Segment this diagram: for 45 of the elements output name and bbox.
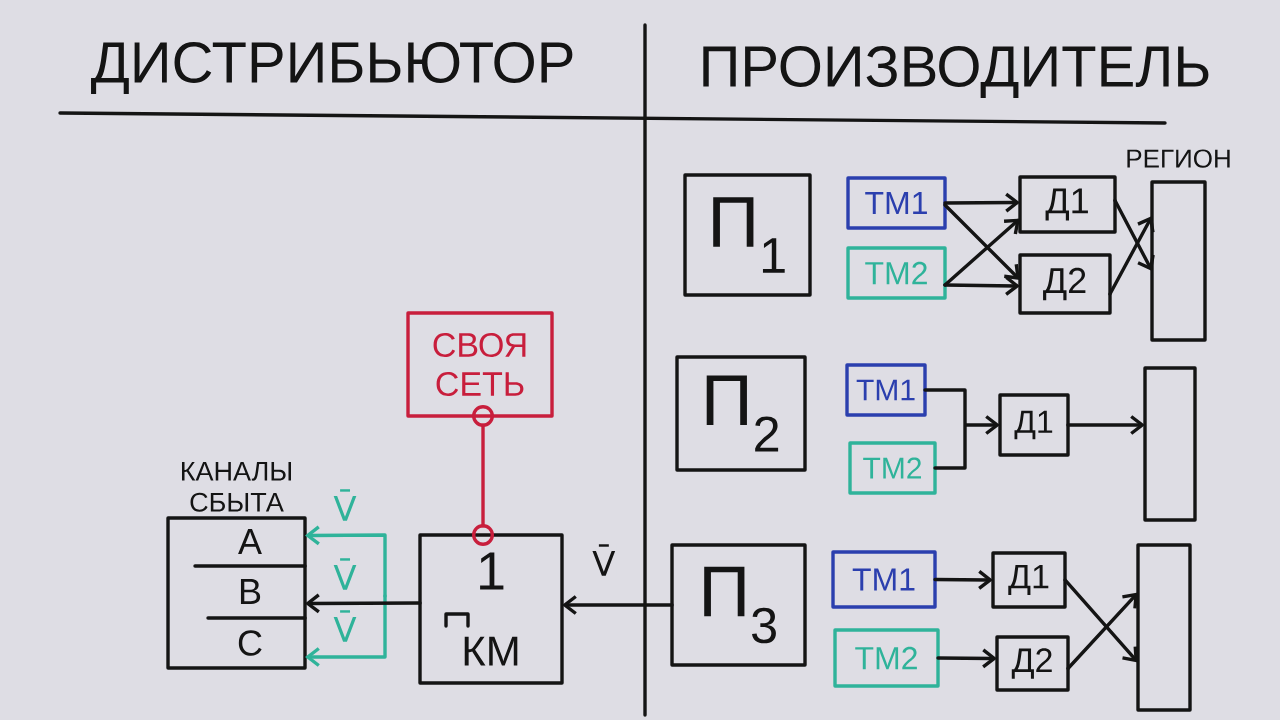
box-heading: КАНАЛЫ СБЫТА: [182, 461, 291, 512]
tag-box: ТМ2: [846, 246, 947, 300]
variable-label: V̄: [333, 489, 357, 521]
arrow: [933, 570, 993, 590]
region-bar: [1136, 543, 1192, 712]
distributor-box: Д2: [1018, 253, 1112, 315]
region-bar: [1143, 366, 1197, 522]
arrow: [943, 192, 1020, 213]
edge-label: V̄: [591, 543, 617, 577]
arrow: [1066, 415, 1145, 435]
manager-box: 1 КМ: [418, 533, 564, 685]
column-heading: ПРОИЗВОДИТЕЛЬ: [703, 46, 1209, 99]
arrow: [562, 595, 674, 615]
tag-box: ТМ2: [833, 628, 940, 688]
arrow: [943, 276, 1020, 296]
channel-letter: C: [238, 630, 262, 656]
channel-letter: B: [240, 579, 261, 604]
producer-box: П$_{1}$: [683, 173, 812, 297]
distributor-box: Д1: [1018, 175, 1117, 234]
producer-box: П$_{3}$: [670, 543, 807, 667]
column-heading: ДИСТРИБЬЮТОР: [91, 42, 573, 95]
network-box: СВОЯ СЕТЬ: [406, 311, 554, 418]
arrow: [943, 203, 1020, 280]
distributor-box: Д2: [995, 635, 1070, 692]
bracket-arrow: [305, 525, 387, 598]
arrow: [1113, 198, 1155, 271]
channel-letter: A: [238, 529, 262, 554]
arrow: [1066, 592, 1138, 671]
bracket-arrow: [305, 594, 387, 667]
bar-heading: РЕГИОН: [1127, 149, 1230, 168]
variable-label: V̄: [333, 610, 357, 642]
tag-box: ТМ1: [846, 176, 947, 230]
tag-box: ТМ1: [831, 550, 937, 609]
connector-line: [472, 405, 494, 546]
variable-label: V̄: [333, 558, 357, 590]
merge-arrow: [923, 388, 1000, 470]
distributor-box: Д1: [991, 551, 1067, 609]
tag-box: ТМ1: [845, 363, 927, 417]
distributor-box: Д1: [998, 393, 1070, 457]
tag-box: ТМ2: [848, 441, 937, 495]
arrow: [1063, 578, 1138, 663]
arrow: [1108, 216, 1155, 296]
arrow: [305, 593, 422, 614]
producer-box: П$_{2}$: [675, 355, 807, 472]
arrow: [936, 648, 997, 669]
